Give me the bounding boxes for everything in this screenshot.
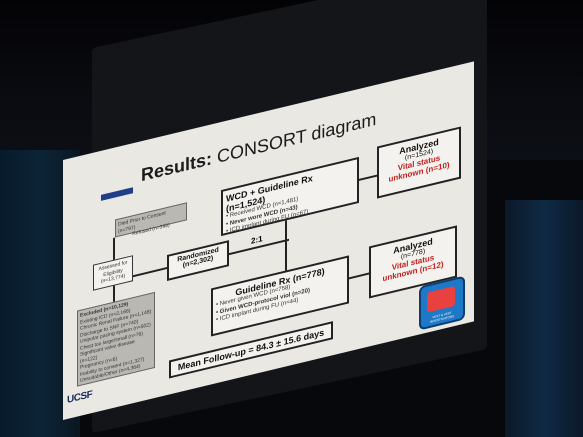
connector-guide-analyzed (349, 272, 369, 279)
title-accent-bar (101, 187, 133, 201)
ratio-label: 2:1 (251, 234, 263, 246)
slide: Results: CONSORT diagram Died Prior to C… (63, 61, 474, 420)
connector-assessed-randomized (133, 267, 167, 277)
connector-wcd-analyzed (359, 174, 377, 181)
vest-trial-logo: VEST & VEST INVESTIGATORS (419, 275, 465, 331)
excluded-box: Excluded (n=10,129) Existing ICD (n=2,16… (77, 291, 155, 387)
vest-icon (427, 285, 455, 313)
right-curtain (505, 200, 583, 437)
connector-assessed-excluded (113, 285, 115, 302)
died-refused-box: Died Prior to Consent (n=797) Refused (n… (115, 202, 187, 238)
wcd-arm-box: WCD + Guideline Rx (n=1,524) • Received … (221, 156, 359, 237)
connector-died-assessed (113, 237, 115, 260)
ucsf-logo: UCSF (67, 388, 93, 407)
randomized-box: Randomized (n=2,302) (167, 240, 229, 282)
connector-arms-vertical (285, 220, 287, 271)
analyzed-wcd-box: Analyzed (n=1524) Vital status unknown (… (377, 126, 461, 199)
followup-box: Mean Follow-up = 84.3 ± 15.6 days (169, 321, 333, 379)
